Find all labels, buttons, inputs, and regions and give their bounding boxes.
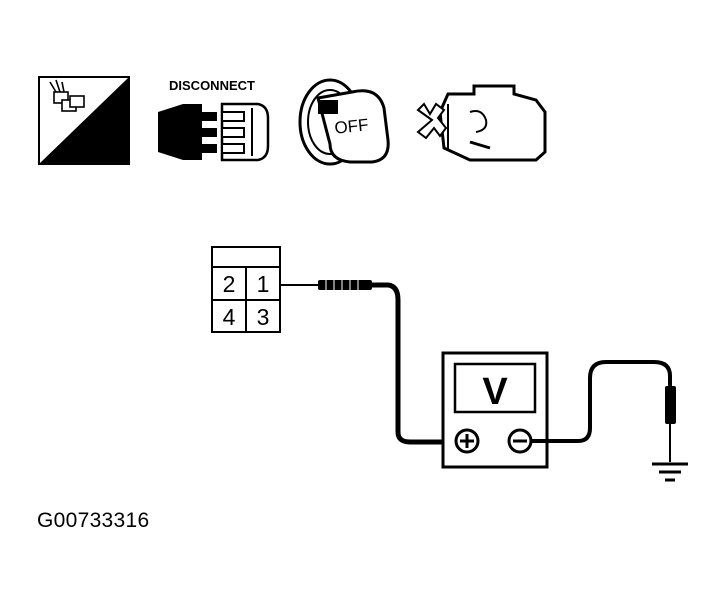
negative-probe-lead <box>531 360 676 462</box>
connector-pin-2: 2 <box>223 271 236 297</box>
ts-label: T.S. <box>79 141 112 162</box>
disconnect-label: DISCONNECT <box>169 78 255 93</box>
connector-pin-4: 4 <box>223 304 236 330</box>
positive-probe-lead <box>280 280 458 445</box>
voltmeter: V <box>441 351 549 469</box>
disconnect-icon: DISCONNECT <box>158 78 270 162</box>
ignition-off-label: OFF <box>334 115 370 137</box>
engine-icon <box>416 84 547 162</box>
connector-pin-1: 1 <box>257 271 270 297</box>
connector-block: 2 1 4 3 <box>211 246 281 333</box>
ground-symbol <box>652 462 688 482</box>
ignition-off-icon: OFF <box>298 78 390 166</box>
connector-pin-3: 3 <box>257 304 270 330</box>
positive-terminal <box>454 428 480 454</box>
voltmeter-label: V <box>482 371 508 413</box>
negative-terminal <box>507 428 533 454</box>
ts-icon: T.S. <box>38 76 130 165</box>
figure-id: G00733316 <box>37 509 150 532</box>
